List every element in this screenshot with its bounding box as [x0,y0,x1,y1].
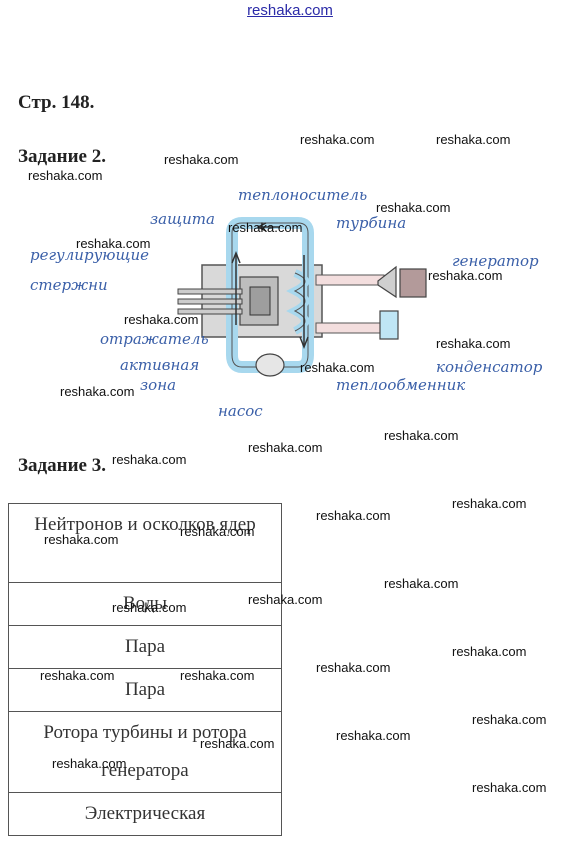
watermark: reshaka.com [376,200,451,215]
answers-table: Нейтронов и осколков ядер Воды Пара Пара… [8,503,282,836]
label-active: активная [120,356,200,374]
watermark: reshaka.com [336,728,411,743]
table-row: Электрическая [8,792,282,836]
watermark: reshaka.com [300,132,375,147]
page-label: Стр. 148. [18,92,95,113]
label-generator: генератор [452,252,539,270]
watermark: reshaka.com [40,668,115,683]
watermark: reshaka.com [452,496,527,511]
label-coolant: теплоноситель [238,186,368,204]
watermark: reshaka.com [452,644,527,659]
watermark: reshaka.com [60,384,135,399]
watermark: reshaka.com [44,532,119,547]
label-protection: защита [150,210,215,228]
watermark: reshaka.com [164,152,239,167]
table-row: Пара [8,668,282,712]
watermark: reshaka.com [200,736,275,751]
label-exchanger: теплообменник [336,376,466,394]
watermark: reshaka.com [436,336,511,351]
task3-title: Задание 3. [18,455,106,476]
watermark: reshaka.com [428,268,503,283]
table-cell: Ротора турбины и ротора генератора [8,711,282,793]
watermark: reshaka.com [300,360,375,375]
label-regulating: регулирующие [30,246,150,264]
watermark: reshaka.com [180,524,255,539]
table-row: Нейтронов и осколков ядер [8,503,282,583]
watermark: reshaka.com [472,780,547,795]
label-rods: стержни [30,276,108,294]
table-cell: Пара [8,668,282,712]
table-row: Пара [8,625,282,669]
watermark: reshaka.com [436,132,511,147]
watermark: reshaka.com [52,756,127,771]
label-reflector: отражатель [100,330,209,348]
table-cell: Нейтронов и осколков ядер [8,503,282,583]
watermark: reshaka.com [316,508,391,523]
watermark: reshaka.com [384,428,459,443]
table-cell: Пара [8,625,282,669]
table-row: Воды [8,582,282,626]
table-cell: Электрическая [8,792,282,836]
watermark: reshaka.com [124,312,199,327]
watermark: reshaka.com [248,440,323,455]
watermark: reshaka.com [316,660,391,675]
watermark: reshaka.com [76,236,151,251]
label-condenser: конденсатор [436,358,543,376]
table-cell: Воды [8,582,282,626]
watermark: reshaka.com [472,712,547,727]
label-pump: насос [218,402,263,420]
task2-title: Задание 2. [18,146,106,167]
label-zone: зона [140,376,177,394]
watermark: reshaka.com [180,668,255,683]
reactor-block [177,217,323,377]
watermark: reshaka.com [28,168,103,183]
steam-circuit [315,265,427,340]
label-turbine: турбина [336,214,407,232]
watermark: reshaka.com [112,600,187,615]
watermark: reshaka.com [228,220,303,235]
watermark: reshaka.com [248,592,323,607]
site-header-link[interactable]: reshaka.com [247,2,333,19]
watermark: reshaka.com [384,576,459,591]
table-row: Ротора турбины и ротора генератора [8,711,282,793]
reactor-diagram [177,217,427,377]
watermark: reshaka.com [112,452,187,467]
